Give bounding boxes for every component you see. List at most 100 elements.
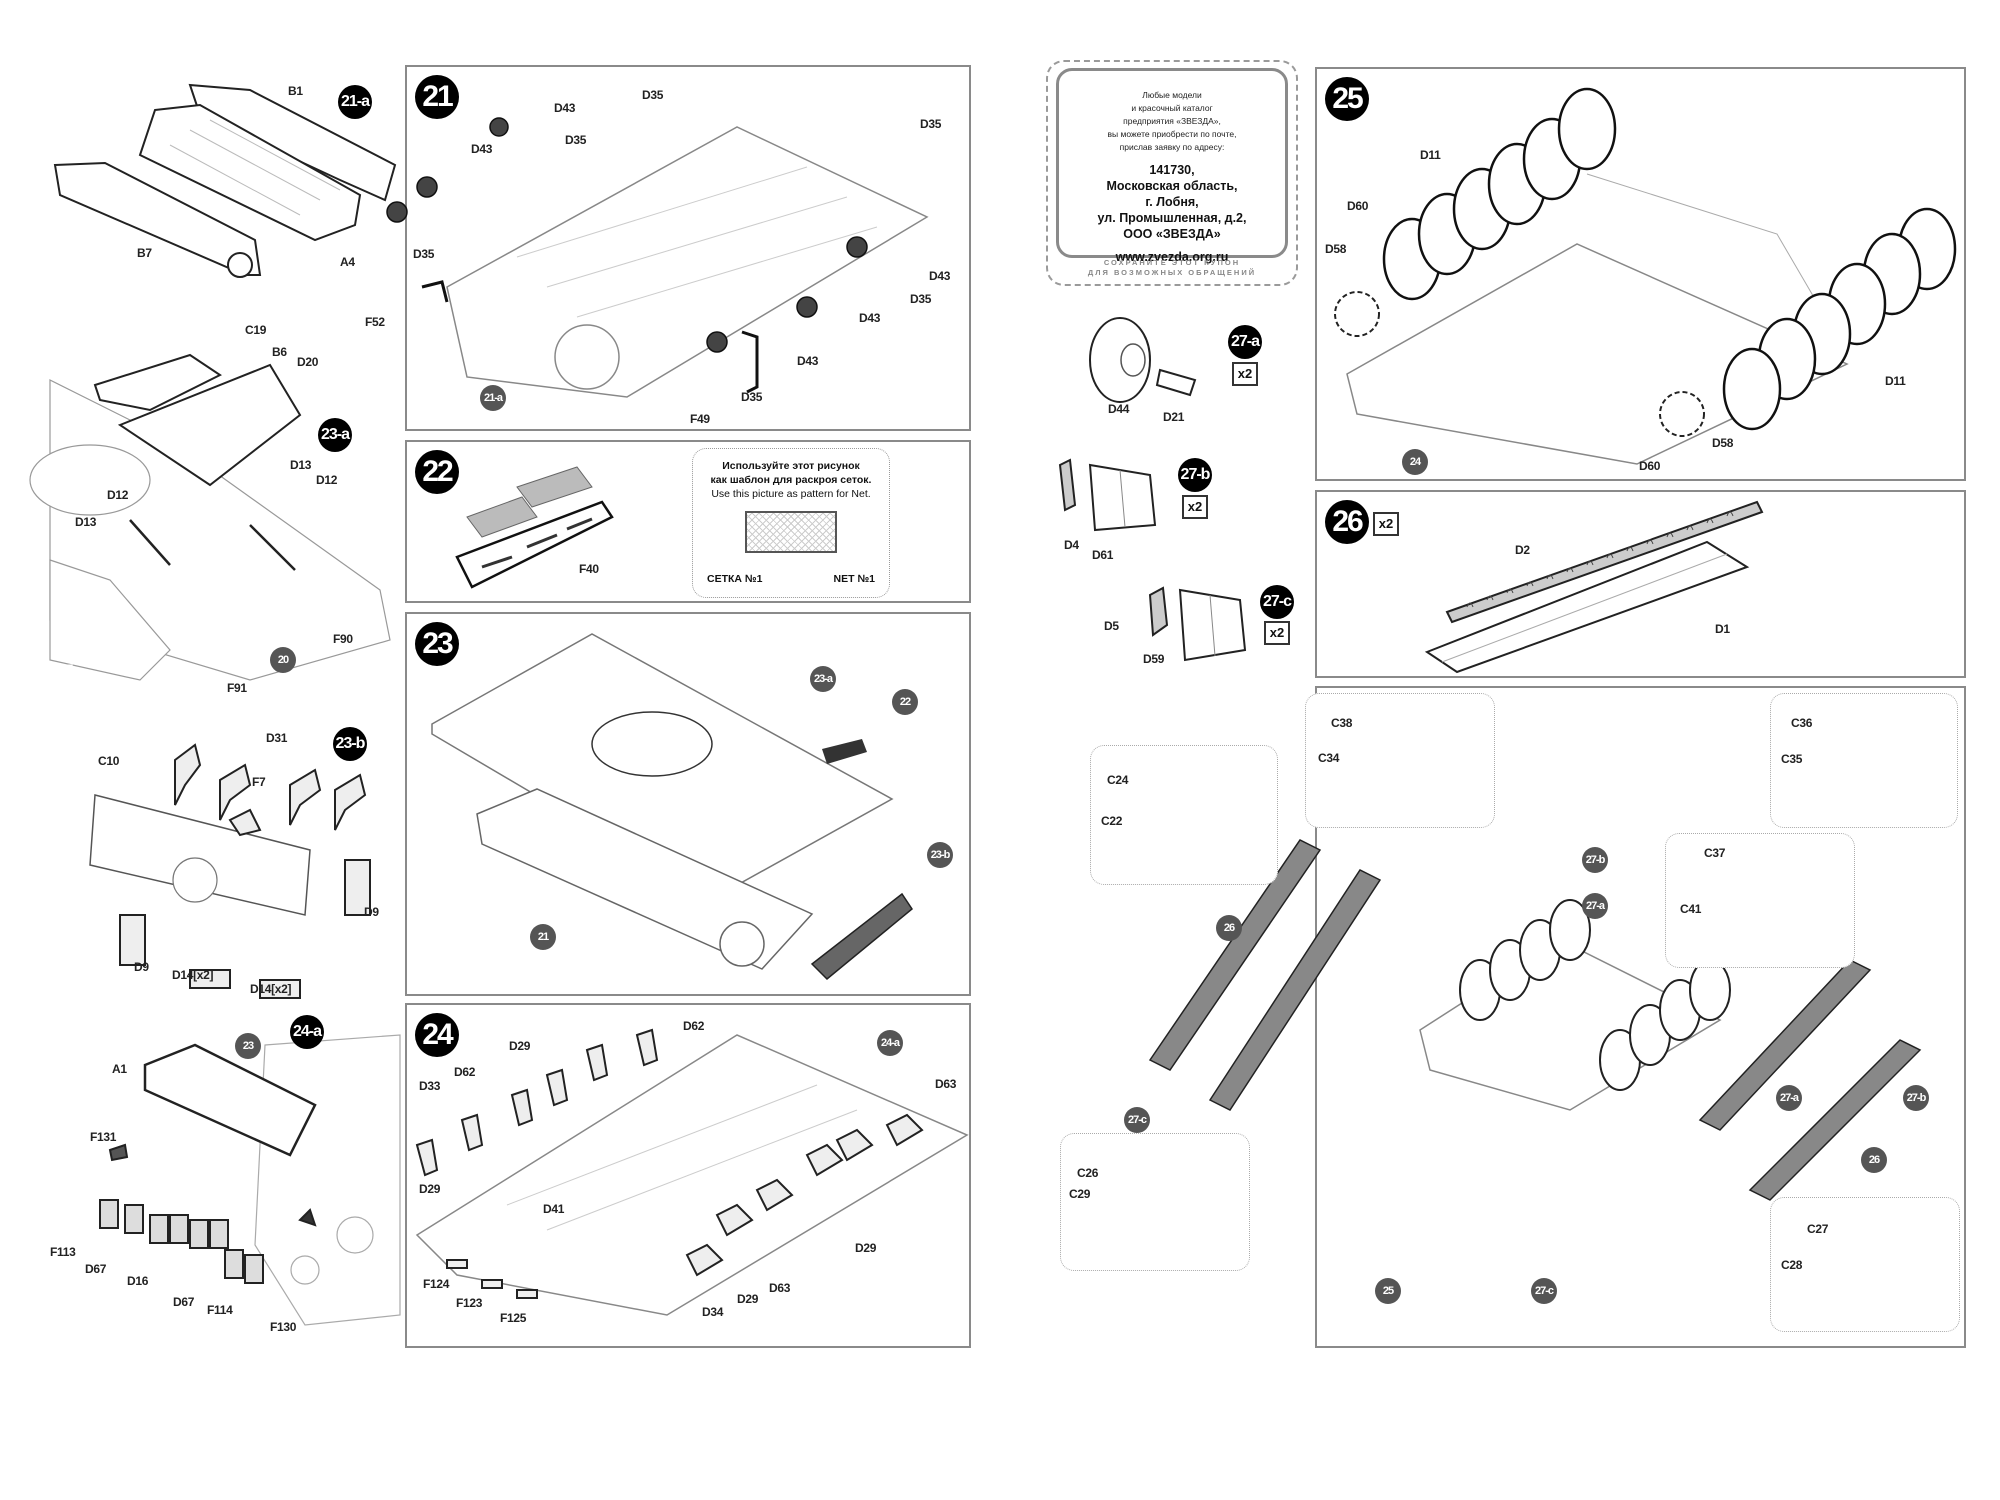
part-label: F125 bbox=[500, 1311, 527, 1325]
part-label: D12 bbox=[107, 488, 129, 502]
part-label: D43 bbox=[929, 269, 951, 283]
star-marker: 17 bbox=[335, 486, 365, 514]
part-label: F131 bbox=[90, 1130, 117, 1144]
part-label: D63 bbox=[935, 1077, 957, 1091]
substep-badge: 24-a bbox=[290, 1015, 324, 1049]
idler-wheel-drawing bbox=[1085, 310, 1215, 410]
part-label: D61 bbox=[1092, 548, 1114, 562]
star-marker: 20 bbox=[822, 316, 852, 344]
track-detail-callout: C36 C35 bbox=[1770, 693, 1958, 828]
net-pattern-template bbox=[745, 511, 837, 553]
part-label: D1 bbox=[1715, 622, 1730, 636]
part-label: D13 bbox=[290, 458, 312, 472]
step-ref-badge: 27-b bbox=[1582, 847, 1608, 873]
part-label: D43 bbox=[471, 142, 493, 156]
part-label: D29 bbox=[855, 1241, 877, 1255]
step-number: 23 bbox=[415, 622, 459, 666]
part-label: C27 bbox=[1807, 1222, 1829, 1236]
step-ref-badge: 22 bbox=[892, 689, 918, 715]
part-label: D58 bbox=[1325, 242, 1347, 256]
step-ref-badge: 27-a bbox=[1582, 893, 1608, 919]
part-label: C26 bbox=[1077, 1166, 1099, 1180]
track-link-drawing bbox=[1135, 580, 1255, 670]
part-label: F124 bbox=[423, 1277, 450, 1291]
part-label: C38 bbox=[1331, 716, 1353, 730]
part-label: D2 bbox=[1515, 543, 1530, 557]
part-label: F7 bbox=[252, 775, 266, 789]
engine-deck-drawing bbox=[50, 320, 400, 690]
part-label: D35 bbox=[910, 292, 932, 306]
part-label: D43 bbox=[797, 354, 819, 368]
track-runs-drawing bbox=[1447, 502, 1867, 672]
part-label: D58 bbox=[1712, 436, 1734, 450]
step-number: 25 bbox=[1325, 77, 1369, 121]
step-ref-badge: 26 bbox=[1216, 915, 1242, 941]
step-number: 21 bbox=[415, 75, 459, 119]
quantity-multiplier: x2 bbox=[1232, 362, 1258, 386]
part-label: B1 bbox=[288, 84, 303, 98]
part-label: D33 bbox=[419, 1079, 441, 1093]
part-label: C22 bbox=[1101, 814, 1123, 828]
part-label: D29 bbox=[737, 1292, 759, 1306]
step-21-panel: 21 D35 D43 D35 D43 D35 D35 D43 D35 D43 D… bbox=[365, 65, 971, 431]
part-label: D60 bbox=[1639, 459, 1661, 473]
part-label: A4 bbox=[340, 255, 355, 269]
part-label: D9 bbox=[134, 960, 149, 974]
part-label: D41 bbox=[543, 1202, 565, 1216]
coupon-intro: Любые модели и красочный каталог предпри… bbox=[1107, 90, 1237, 152]
part-label: D31 bbox=[266, 731, 288, 745]
part-label: F40 bbox=[579, 562, 599, 576]
step-ref-badge: 24 bbox=[1402, 449, 1428, 475]
part-label: D35 bbox=[920, 117, 942, 131]
step-ref-badge: 25 bbox=[1375, 1278, 1401, 1304]
step-ref-badge: 27-b bbox=[1903, 1085, 1929, 1111]
track-detail-callout: C24 C22 bbox=[1090, 745, 1278, 885]
part-label: D43 bbox=[554, 101, 576, 115]
star-marker: 17 bbox=[52, 651, 82, 679]
part-label: F113 bbox=[50, 1245, 76, 1259]
part-label: D14[x2] bbox=[172, 968, 214, 982]
part-label: D9 bbox=[364, 905, 379, 919]
part-label: D59 bbox=[1143, 652, 1165, 666]
part-label: D20 bbox=[297, 355, 319, 369]
substep-badge: 21-a bbox=[338, 85, 372, 119]
note-text-en: Use this picture as pattern for Net. bbox=[711, 488, 871, 500]
step-number: 26 bbox=[1325, 500, 1369, 544]
mail-order-coupon: Любые модели и красочный каталог предпри… bbox=[1046, 60, 1298, 286]
track-detail-callout: C38 C34 bbox=[1305, 693, 1495, 828]
coupon-address: 141730, Московская область, г. Лобня, ул… bbox=[1097, 163, 1247, 241]
part-label: C41 bbox=[1680, 902, 1702, 916]
step-23-panel: 23 23-a 22 21 23-b bbox=[405, 612, 971, 996]
part-label: C24 bbox=[1107, 773, 1129, 787]
part-label: F114 bbox=[207, 1303, 233, 1317]
part-label: D62 bbox=[683, 1019, 705, 1033]
step-ref-badge: 23-a bbox=[810, 666, 836, 692]
step-ref-badge: 23 bbox=[235, 1033, 261, 1059]
part-label: D67 bbox=[173, 1295, 195, 1309]
part-label: D13 bbox=[75, 515, 97, 529]
grille-frame-drawing bbox=[452, 457, 652, 587]
part-label: D35 bbox=[642, 88, 664, 102]
part-label: D60 bbox=[1347, 199, 1369, 213]
step-ref-badge: 26 bbox=[1861, 1147, 1887, 1173]
part-label: D67 bbox=[85, 1262, 107, 1276]
substep-badge: 23-a bbox=[318, 418, 352, 452]
step-ref-badge: 20 bbox=[270, 647, 296, 673]
part-label: D35 bbox=[413, 247, 435, 261]
part-label: F130 bbox=[270, 1320, 297, 1334]
rear-track-guard-drawing bbox=[55, 1025, 400, 1325]
part-label: D35 bbox=[741, 390, 763, 404]
part-label: D11 bbox=[1420, 148, 1441, 162]
coupon-website: www.zvezda.org.ru bbox=[1115, 250, 1229, 264]
part-label: D5 bbox=[1104, 619, 1119, 633]
step-ref-badge: 21 bbox=[530, 924, 556, 950]
rear-plate-drawing bbox=[80, 740, 390, 990]
part-label: D63 bbox=[769, 1281, 791, 1295]
quantity-multiplier: x2 bbox=[1373, 512, 1399, 536]
part-label: C29 bbox=[1069, 1187, 1091, 1201]
part-label: C37 bbox=[1704, 846, 1726, 860]
